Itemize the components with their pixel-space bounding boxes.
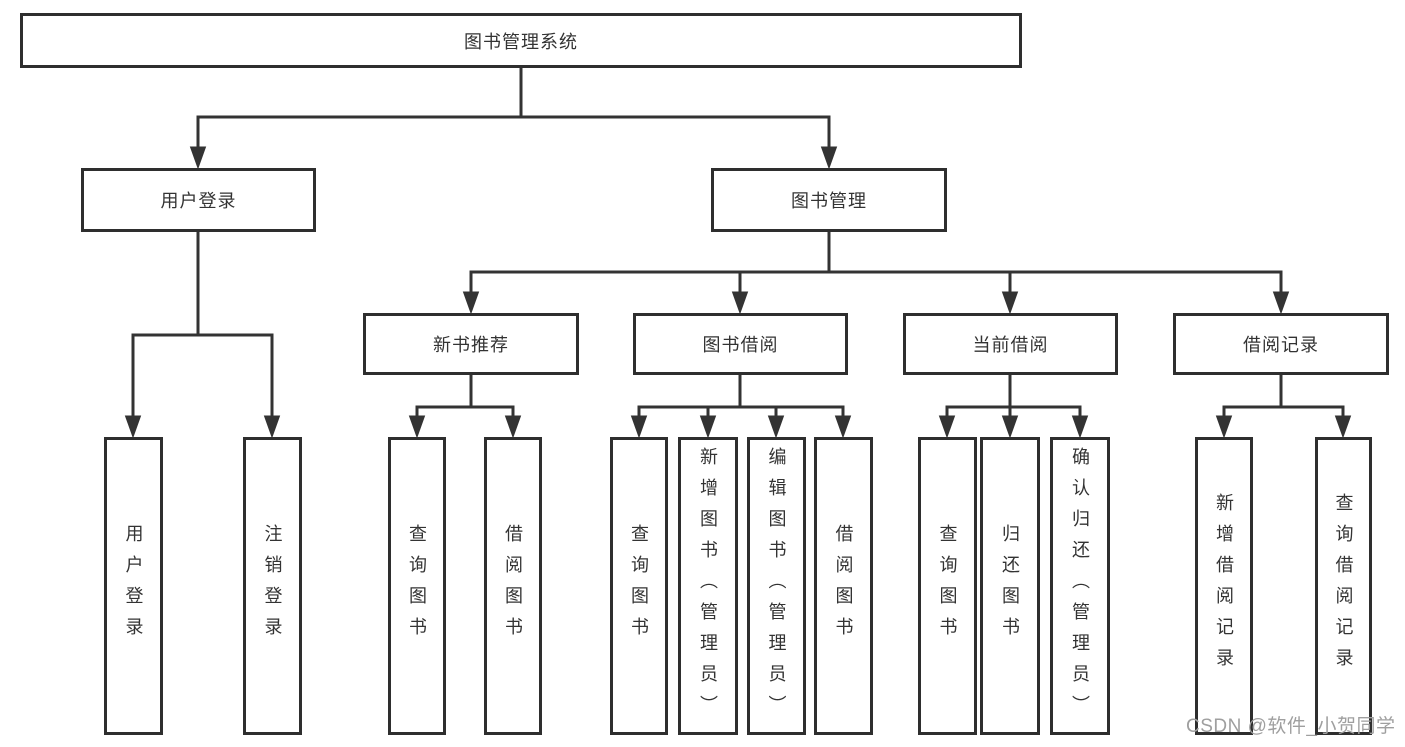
leaf-confirm-return-admin: 确认归还（管理员） bbox=[1050, 437, 1110, 735]
leaf-add-borrow-record: 新增借阅记录 bbox=[1195, 437, 1253, 735]
leaf-edit-book-admin: 编辑图书（管理员） bbox=[747, 437, 806, 735]
leaf-logout: 注销登录 bbox=[243, 437, 302, 735]
leaf-user-login: 用户登录 bbox=[104, 437, 163, 735]
node-book-management: 图书管理 bbox=[711, 168, 947, 232]
leaf-query-book-recommend: 查询图书 bbox=[388, 437, 446, 735]
leaf-return-book: 归还图书 bbox=[980, 437, 1040, 735]
node-new-book-recommend: 新书推荐 bbox=[363, 313, 579, 375]
leaf-query-book-borrow: 查询图书 bbox=[610, 437, 668, 735]
leaf-query-borrow-record: 查询借阅记录 bbox=[1315, 437, 1372, 735]
node-root-library-system: 图书管理系统 bbox=[20, 13, 1022, 68]
node-book-borrow: 图书借阅 bbox=[633, 313, 848, 375]
leaf-query-book-current: 查询图书 bbox=[918, 437, 977, 735]
leaf-add-book-admin: 新增图书（管理员） bbox=[678, 437, 738, 735]
leaf-borrow-book: 借阅图书 bbox=[814, 437, 873, 735]
leaf-borrow-book-recommend: 借阅图书 bbox=[484, 437, 542, 735]
watermark: CSDN @软件_小贺同学 bbox=[1186, 716, 1396, 737]
node-borrow-records: 借阅记录 bbox=[1173, 313, 1389, 375]
node-user-login: 用户登录 bbox=[81, 168, 316, 232]
node-current-borrow: 当前借阅 bbox=[903, 313, 1118, 375]
